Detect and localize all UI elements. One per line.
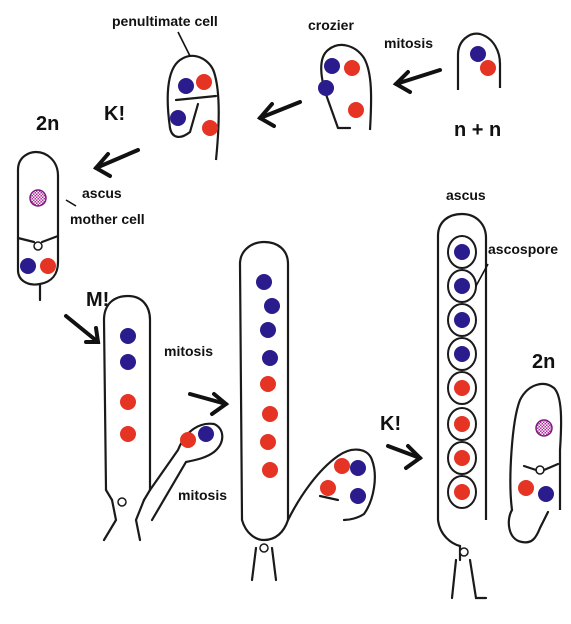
nucleus-blue	[350, 460, 366, 476]
nucleus-blue	[170, 110, 186, 126]
label-ascus-mother-cell-2: mother cell	[70, 211, 145, 227]
nucleus-blue	[120, 354, 136, 370]
nucleus-red	[120, 394, 136, 410]
label-n-plus-n: n + n	[454, 119, 501, 141]
nucleus-red	[260, 376, 276, 392]
nucleus-blue	[538, 486, 554, 502]
nucleus-blue	[178, 78, 194, 94]
label-mitosis-mid: mitosis	[164, 343, 213, 359]
label-crozier: crozier	[308, 17, 354, 33]
arrow-icon	[66, 316, 98, 342]
label-mitosis-low: mitosis	[178, 487, 227, 503]
diploid-nucleus	[536, 420, 552, 436]
label-ascus-mother-cell-1: ascus	[82, 185, 122, 201]
nucleus-red	[260, 434, 276, 450]
nucleus-blue	[470, 46, 486, 62]
nucleus-red	[196, 74, 212, 90]
nucleus-red	[348, 102, 364, 118]
label-penultimate-cell: penultimate cell	[112, 13, 218, 29]
arrow-icon	[190, 394, 226, 414]
post-mitosis-ascus	[240, 242, 375, 580]
arrow-icon	[96, 150, 138, 176]
post-meiosis-ascus	[104, 296, 222, 540]
nucleus-blue	[120, 328, 136, 344]
nucleus-blue	[20, 258, 36, 274]
label-karyogamy-top: K!	[104, 103, 125, 125]
nucleus-blue	[262, 350, 278, 366]
nucleus-red	[262, 462, 278, 478]
label-karyogamy-bottom: K!	[380, 413, 401, 435]
label-ascus: ascus	[446, 187, 486, 203]
label-2n-left: 2n	[36, 113, 59, 135]
nucleus-red	[334, 458, 350, 474]
arrow-icon	[396, 70, 440, 92]
arrow-icon	[388, 446, 420, 468]
diploid-nucleus	[30, 190, 46, 206]
new-ascus-mother-cell-wall	[510, 384, 561, 510]
nucleus-red	[518, 480, 534, 496]
ascus-mother-cell-stage	[18, 152, 76, 300]
nucleus-red	[180, 432, 196, 448]
nucleus-blue	[264, 298, 280, 314]
nucleus-blue	[256, 274, 272, 290]
penultimate-wall	[168, 56, 219, 160]
nucleus-red	[480, 60, 496, 76]
post-meiosis-ascus-wall	[104, 296, 150, 490]
nucleus-red	[40, 258, 56, 274]
nucleus-blue	[324, 58, 340, 74]
nucleus-blue	[198, 426, 214, 442]
nucleus-red	[262, 406, 278, 422]
nucleus-blue	[318, 80, 334, 96]
nucleus-red	[320, 480, 336, 496]
nucleus-blue	[350, 488, 366, 504]
label-ascospore: ascospore	[488, 241, 558, 257]
nucleus-red	[120, 426, 136, 442]
crozier-stage	[318, 45, 371, 130]
arrow-icon	[260, 102, 300, 126]
mature-ascus	[438, 214, 561, 598]
penultimate-cell-stage	[168, 32, 219, 160]
label-meiosis: M!	[86, 289, 109, 311]
label-mitosis-top: mitosis	[384, 35, 433, 51]
label-2n-right: 2n	[532, 351, 555, 373]
nucleus-blue	[260, 322, 276, 338]
nucleus-red	[344, 60, 360, 76]
hyphal-tip-n-plus-n	[458, 34, 500, 90]
nucleus-red	[202, 120, 218, 136]
